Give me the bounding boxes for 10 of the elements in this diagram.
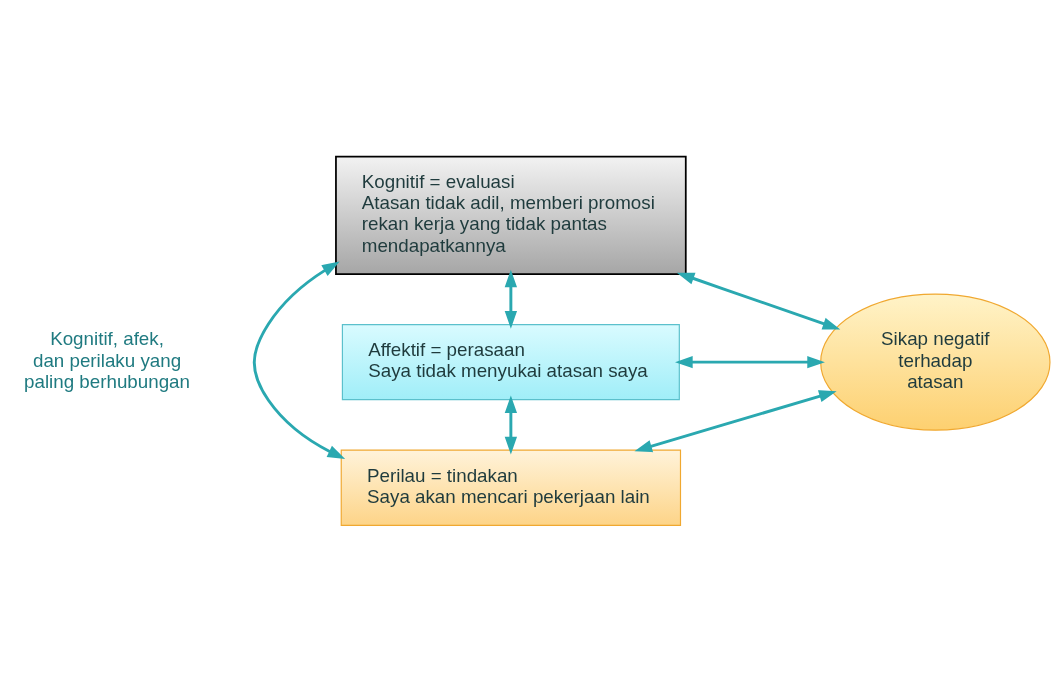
node-box: Perilau = tindakan Saya akan mencari pekerjaan lain — [340, 449, 682, 526]
node-box: Kognitif = evaluasi Atasan tidak adil, memberi promosi rekan kerja yang tidak pantas mendapatkannya — [335, 155, 687, 275]
label: Kognitif, afek, dan perilaku yang paling berhubungan — [24, 328, 190, 392]
arrow — [634, 390, 837, 453]
arrow — [504, 269, 518, 329]
arrow — [504, 395, 518, 455]
arrow — [675, 355, 825, 369]
arrow — [252, 261, 346, 459]
node-box: Affektif = perasaan Saya tidak menyukai atasan saya — [341, 324, 680, 401]
arrow — [676, 272, 841, 330]
